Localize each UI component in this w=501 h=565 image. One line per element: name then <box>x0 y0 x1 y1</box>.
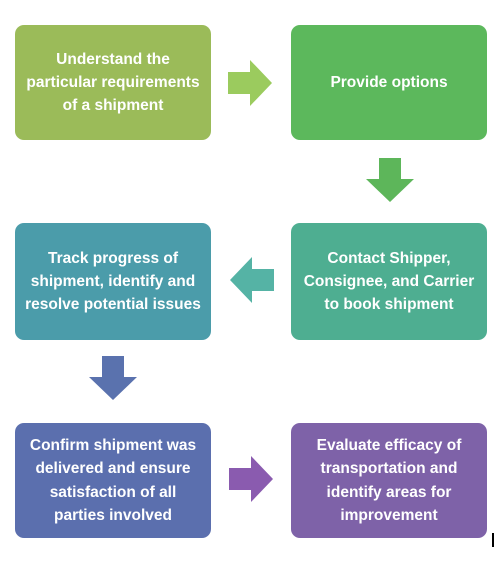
arrow-left-icon <box>230 257 274 303</box>
arrow-right-shape <box>229 456 273 502</box>
step-provide-options: Provide options <box>291 25 487 140</box>
arrow-down-icon <box>89 356 137 400</box>
step-evaluate-efficacy: Evaluate efficacy of transportation and … <box>291 423 487 538</box>
arrow-down-shape <box>89 356 137 400</box>
step-evaluate-efficacy-label: Evaluate efficacy of transportation and … <box>316 437 462 524</box>
step-understand-requirements-label: Understand the particular requirements o… <box>26 50 200 115</box>
arrow-left-shape <box>230 257 274 303</box>
text-cursor <box>492 533 494 547</box>
arrow-right-icon <box>229 456 273 502</box>
arrow-right-icon <box>228 60 272 106</box>
step-understand-requirements: Understand the particular requirements o… <box>15 25 211 140</box>
step-contact-book-shipment-label: Contact Shipper, Consignee, and Carrier … <box>303 249 475 314</box>
arrow-right-shape <box>228 60 272 106</box>
step-provide-options-label: Provide options <box>330 73 448 91</box>
step-contact-book-shipment: Contact Shipper, Consignee, and Carrier … <box>291 223 487 340</box>
step-confirm-delivery: Confirm shipment was delivered and ensur… <box>15 423 211 538</box>
step-track-progress-label: Track progress of shipment, identify and… <box>25 249 201 314</box>
arrow-down-icon <box>366 158 414 202</box>
step-track-progress: Track progress of shipment, identify and… <box>15 223 211 340</box>
step-confirm-delivery-label: Confirm shipment was delivered and ensur… <box>29 437 197 524</box>
arrow-down-shape <box>366 158 414 202</box>
